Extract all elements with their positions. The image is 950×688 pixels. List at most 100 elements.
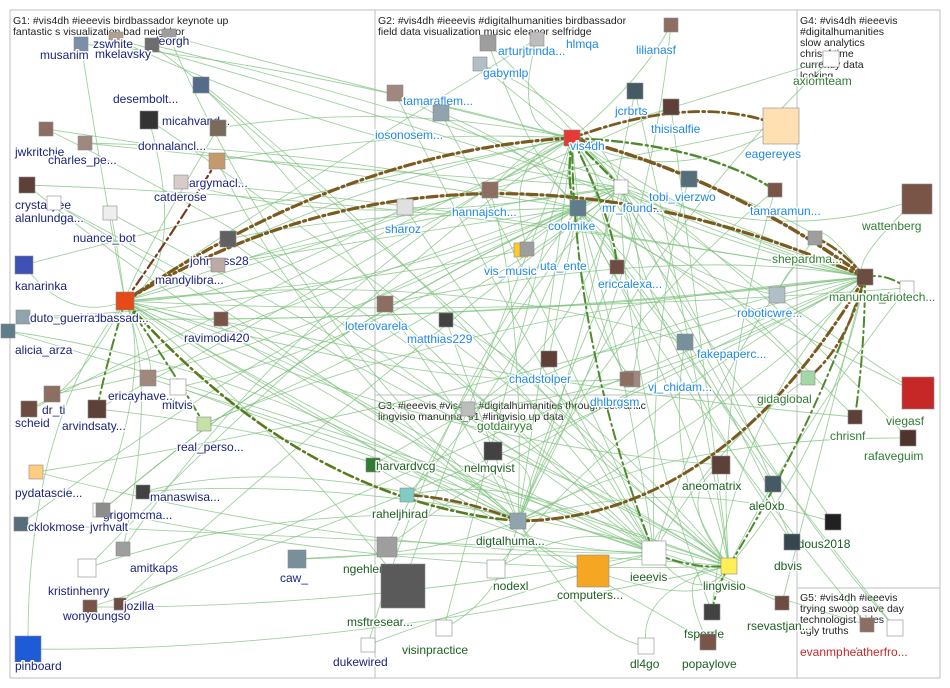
avatar-icon[interactable] — [73, 36, 89, 52]
node-charlespe[interactable]: charles_pe... — [47, 135, 118, 169]
node-pydatascie[interactable]: pydatascie... — [14, 464, 84, 502]
node-utaente[interactable]: uta_ente — [519, 241, 589, 275]
avatar-icon[interactable] — [396, 198, 414, 216]
avatar-icon[interactable] — [472, 56, 488, 72]
avatar-icon[interactable] — [18, 176, 36, 194]
avatar-icon[interactable] — [13, 516, 29, 532]
avatar-icon[interactable] — [576, 554, 610, 588]
avatar-icon[interactable] — [0, 323, 16, 339]
node-birdbassad[interactable]: birdbassad... — [79, 291, 150, 327]
avatar-icon[interactable] — [173, 174, 189, 190]
avatar-icon[interactable] — [486, 559, 506, 579]
avatar-icon[interactable] — [856, 268, 874, 286]
node-popaylove[interactable]: popaylove — [681, 633, 739, 673]
node-hlmqa[interactable]: hlmqa — [529, 31, 601, 53]
avatar-icon[interactable] — [95, 502, 111, 518]
avatar-icon[interactable] — [899, 280, 915, 296]
node-mrfound[interactable]: mr_found... — [601, 179, 664, 217]
node-chrisnf[interactable]: chrisnf — [829, 409, 868, 445]
avatar-icon[interactable] — [210, 257, 226, 273]
avatar-icon[interactable] — [20, 400, 38, 418]
node-alanlundga[interactable]: alanlundga... — [14, 195, 85, 227]
node-lilianasf[interactable]: lilianasf — [635, 17, 679, 59]
node-mandylibra[interactable]: mandylibra... — [154, 257, 226, 289]
node-digtalhuma[interactable]: digtalhuma... — [475, 512, 546, 550]
avatar-icon[interactable] — [14, 255, 34, 275]
node-rafaveguim[interactable]: rafaveguim — [863, 429, 925, 465]
avatar-icon[interactable] — [438, 312, 454, 328]
avatar-icon[interactable] — [77, 135, 93, 151]
avatar-icon[interactable] — [609, 259, 625, 275]
avatar-icon[interactable] — [192, 76, 210, 94]
node-nelmqvist[interactable]: nelmqvist — [463, 441, 517, 477]
node-dhlbrgsm[interactable]: dhlbrgsm — [589, 371, 641, 411]
node-jcrbrts[interactable]: jcrbrts — [613, 82, 649, 120]
node-margymacl[interactable]: margymacl... — [178, 152, 249, 192]
node-ontariotech[interactable]: ontariotech... — [865, 280, 937, 306]
node-loterovarela[interactable]: loterovarela — [344, 295, 410, 335]
avatar-icon[interactable] — [901, 376, 935, 410]
avatar-icon[interactable] — [115, 291, 135, 311]
node-vis4dh[interactable]: vis4dh — [563, 129, 606, 155]
avatar-icon[interactable] — [77, 558, 97, 578]
avatar-icon[interactable] — [720, 557, 738, 575]
node-axiomteam[interactable]: axiomteam — [792, 50, 853, 90]
node-roboticwre[interactable]: roboticwre... — [736, 286, 804, 322]
avatar-icon[interactable] — [479, 34, 497, 52]
node-jvrhvalt[interactable]: jvrhvalt — [88, 502, 130, 536]
node-fakepaperc[interactable]: fakepaperc... — [676, 333, 768, 363]
node-heatherfro[interactable]: heatherfro... — [842, 619, 909, 661]
avatar-icon[interactable] — [901, 183, 933, 215]
avatar-icon[interactable] — [28, 464, 44, 480]
avatar-icon[interactable] — [380, 563, 426, 609]
avatar-icon[interactable] — [196, 416, 212, 432]
node-ldous2018[interactable]: ldous2018 — [794, 513, 852, 553]
node-catderose[interactable]: catderose — [153, 174, 209, 206]
avatar-icon[interactable] — [360, 637, 376, 653]
avatar-icon[interactable] — [213, 311, 229, 327]
node-tamaraflem[interactable]: tamaraflem... — [386, 84, 475, 110]
avatar-icon[interactable] — [626, 82, 644, 100]
node-aneomatrix[interactable]: aneomatrix — [681, 455, 743, 495]
node-manaswisa[interactable]: manaswisa... — [135, 484, 222, 506]
avatar-icon[interactable] — [774, 595, 790, 611]
node-caw[interactable]: caw_ — [279, 549, 310, 587]
avatar-icon[interactable] — [43, 385, 61, 403]
avatar-icon[interactable] — [680, 170, 698, 188]
avatar-icon[interactable] — [399, 487, 415, 503]
node-viegasf[interactable]: viegasf — [885, 376, 935, 430]
node-mitvis[interactable]: mitvis — [161, 378, 194, 414]
avatar-icon[interactable] — [115, 541, 131, 557]
node-iosonosem[interactable]: iosonosem... — [374, 104, 450, 144]
avatar-icon[interactable] — [386, 84, 404, 102]
node-ravimodi420[interactable]: ravimodi420 — [183, 311, 251, 347]
avatar-icon[interactable] — [169, 378, 187, 396]
avatar-icon[interactable] — [899, 429, 917, 447]
node-manunna[interactable]: manunna_91 — [828, 268, 901, 306]
node-lingvisio[interactable]: lingvisio — [702, 557, 748, 595]
avatar-icon[interactable] — [676, 333, 694, 351]
avatar-icon[interactable] — [481, 181, 499, 199]
avatar-icon[interactable] — [762, 107, 800, 145]
node-evanmpeck[interactable]: evanmpeck — [799, 617, 875, 661]
avatar-icon[interactable] — [287, 549, 307, 569]
node-matthias229[interactable]: matthias229 — [406, 312, 474, 348]
node-dukewired[interactable]: dukewired — [332, 637, 389, 671]
node-pinboard[interactable]: pinboard — [14, 635, 63, 675]
avatar-icon[interactable] — [82, 599, 98, 615]
node-jwkritchie[interactable]: jwkritchie — [13, 121, 66, 161]
avatar-icon[interactable] — [365, 457, 381, 473]
node-ale0xb[interactable]: ale0xb — [748, 475, 786, 515]
avatar-icon[interactable] — [46, 195, 62, 211]
avatar-icon[interactable] — [15, 309, 31, 325]
avatar-icon[interactable] — [529, 31, 545, 47]
node-thisisalfie[interactable]: thisisalfie — [650, 98, 702, 138]
avatar-icon[interactable] — [886, 619, 904, 637]
avatar-icon[interactable] — [219, 230, 237, 248]
node-vismusic[interactable]: vis_music — [483, 242, 538, 280]
node-arvindsaty[interactable]: arvindsaty... — [61, 399, 127, 435]
avatar-icon[interactable] — [113, 597, 127, 611]
node-computers[interactable]: computers... — [556, 554, 625, 604]
node-desembolt[interactable]: desembolt... — [112, 76, 210, 108]
avatar-icon[interactable] — [663, 17, 679, 33]
